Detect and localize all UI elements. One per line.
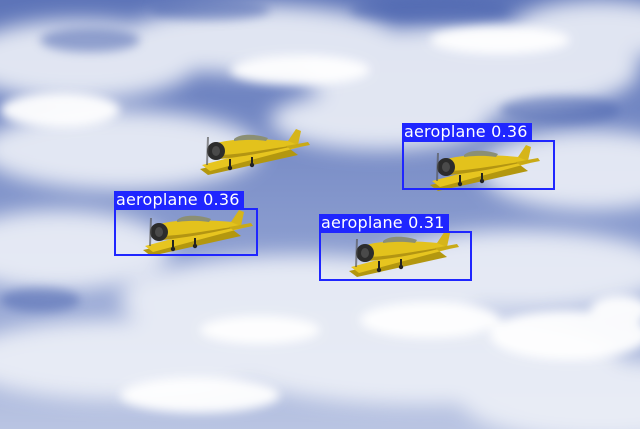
detection-label: aeroplane 0.36 xyxy=(402,123,532,141)
detection-score: 0.31 xyxy=(408,213,445,232)
detection-score: 0.36 xyxy=(203,190,240,209)
detection-class: aeroplane xyxy=(404,122,486,141)
detection-score: 0.36 xyxy=(491,122,528,141)
detection-class: aeroplane xyxy=(116,190,198,209)
detection-label: aeroplane 0.31 xyxy=(319,214,449,232)
detection-box-center: aeroplane 0.31 xyxy=(319,214,472,281)
detection-box-left: aeroplane 0.36 xyxy=(114,191,258,256)
detection-box-right: aeroplane 0.36 xyxy=(402,123,555,190)
detection-label: aeroplane 0.36 xyxy=(114,191,244,209)
detection-class: aeroplane xyxy=(321,213,403,232)
